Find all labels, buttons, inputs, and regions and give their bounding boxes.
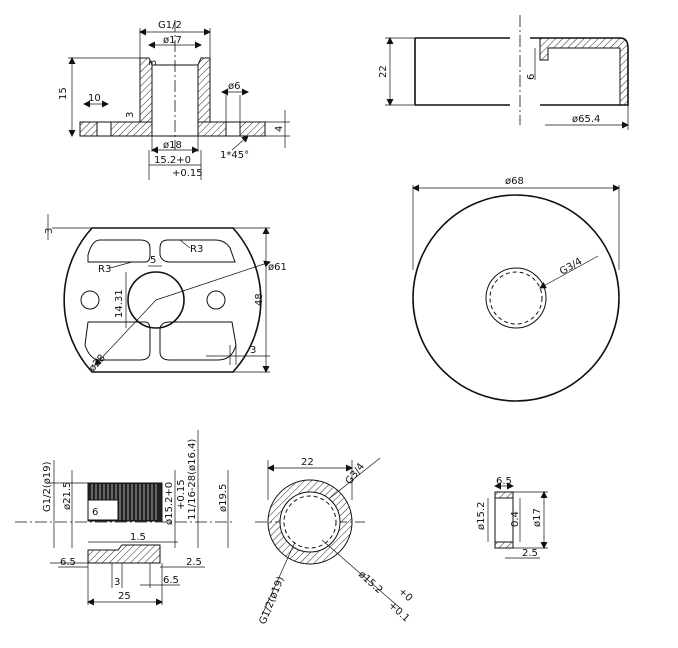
cover-outer [412, 194, 620, 402]
washer-thk-label: 0.4 [510, 511, 521, 527]
plate-top-view: 3 R3 R3 5 14.31 ø61 48 3 ø28 [44, 214, 287, 374]
nipple-mid-len-label: 3 [114, 577, 120, 588]
nipple-total-len-label: 25 [118, 591, 131, 602]
step-label: 10 [88, 93, 101, 104]
cap-lip-label: 6 [526, 74, 537, 80]
washer-section-view: 6.5 ø15.2 0.4 ø17 2.5 [476, 476, 548, 559]
tol-a-label: 15.2+0 [154, 155, 191, 166]
base-hole-left [96, 121, 112, 137]
nipple-bore-label: ø15.2+0 [164, 482, 175, 525]
washer-inner-label: ø15.2 [476, 502, 487, 530]
slot-width-label: 3 [250, 345, 256, 356]
bore-dia-label: ø17 [163, 35, 182, 46]
radius-right-label: R3 [190, 244, 203, 255]
cap-section-view: 22 6 ø65.4 [378, 15, 629, 130]
cap-dia-label: ø65.4 [572, 114, 600, 125]
nipple-bottom [87, 544, 161, 564]
cap-height-label: 22 [378, 65, 389, 78]
slot-top-right [159, 239, 236, 263]
nipple-outer-label: ø21.5 [62, 482, 73, 510]
slot-bottom-left [84, 321, 151, 361]
flange-section-view: G1/2 ø17 3 15 10 3 ø6 4 ø18 15.2+0 +0.15… [58, 20, 290, 180]
bottom-dia-label: ø18 [163, 140, 182, 151]
hole-dia-label: ø6 [228, 81, 240, 92]
nipple-shoulder-label: 1.5 [130, 532, 146, 543]
base-wall-label: 3 [125, 112, 136, 118]
nipple-major-label: ø19.5 [218, 484, 229, 512]
nipple-depth-label: 6 [92, 507, 98, 518]
plate-height-label: 48 [254, 293, 265, 306]
tube-wall-right [197, 57, 211, 123]
ring-bore-a-label: ø15.2 [356, 569, 384, 596]
cover-thread [489, 271, 543, 325]
plate-edge-label: 3 [44, 228, 55, 234]
height-label: 15 [58, 87, 69, 100]
nipple-right-len-label: 2.5 [186, 557, 202, 568]
base-thk-label: 4 [274, 126, 285, 132]
nipple-bore-tol-label: +0.15 [176, 479, 187, 510]
nipple-unf-label: 11/16-28(ø16.4) [187, 439, 198, 520]
radius-left-label: R3 [98, 264, 111, 275]
tol-b-label: +0.15 [172, 168, 203, 179]
plate-center-hole [127, 271, 185, 329]
cover-dia-label: ø68 [505, 176, 524, 187]
ring-inner [279, 491, 341, 553]
cover-top-view: ø68 G3/4 [412, 176, 620, 402]
nipple-left-len-label: 6.5 [60, 557, 76, 568]
base-left [79, 121, 153, 137]
nipple-right-len2-label: 6.5 [163, 575, 179, 586]
base-hole [225, 121, 241, 137]
tube-wall-left [139, 57, 153, 123]
cap-wall [539, 37, 629, 106]
ring-width-label: 22 [301, 457, 314, 468]
ring-bore-b-label: +0 [396, 586, 414, 604]
slot-bottom-right [159, 321, 237, 361]
plate-outer-dia-label: ø61 [268, 262, 287, 273]
cover-inner [485, 267, 547, 329]
hole-spacing-label: 14.31 [114, 289, 125, 318]
ring-thread-label: G3/4 [344, 461, 367, 487]
ring-view: 22 G3/4 G1/2(ø19) ø15.2 +0 +0.1 [255, 457, 414, 626]
washer-outer-label: ø17 [532, 508, 543, 527]
nipple-section-view: G1/2(ø19) ø21.5 6 1.5 ø15.2+0 +0.15 11/1… [15, 430, 235, 606]
ring-inner-label: G1/2(ø19) [258, 575, 287, 626]
slot-gap-label: 5 [150, 255, 156, 266]
slot-top-left [87, 239, 151, 263]
plate-outline [63, 227, 262, 373]
thread-label: G1/2 [158, 20, 182, 31]
washer-len-label: 2.5 [522, 548, 538, 559]
wall-label: 3 [148, 60, 159, 66]
plate-hole-left [80, 290, 100, 310]
chamfer-label: 1*45° [220, 150, 249, 161]
ring-bore-c-label: +0.1 [386, 600, 411, 624]
washer-width-label: 6.5 [496, 476, 512, 487]
cover-thread-label: G3/4 [558, 256, 584, 277]
plate-hole-right [206, 290, 226, 310]
nipple-thread-label: G1/2(ø19) [42, 461, 53, 512]
